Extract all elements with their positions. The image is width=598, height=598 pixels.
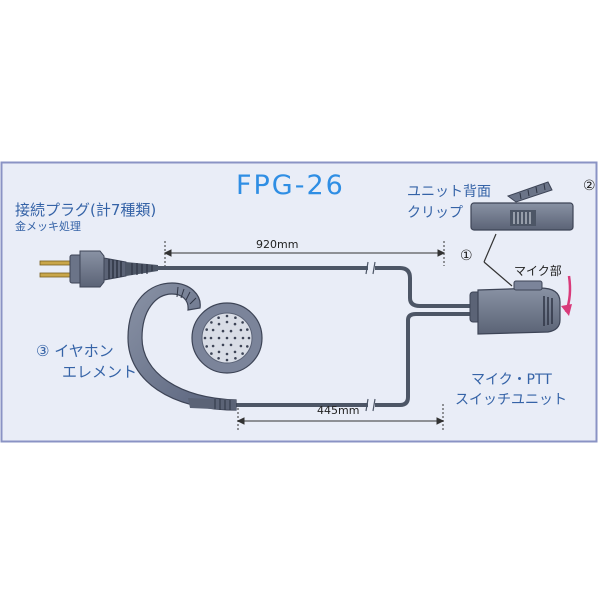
clip-label-line1: ユニット背面 bbox=[407, 184, 491, 200]
speaker-grille-dot bbox=[205, 345, 208, 348]
speaker-grille-dot bbox=[217, 350, 221, 354]
lower-cable bbox=[230, 312, 470, 412]
clip-marker: ② bbox=[583, 178, 596, 194]
mic-label: マイク部 bbox=[514, 264, 562, 278]
upper-cable bbox=[158, 261, 470, 308]
unit-callout-marker: ① bbox=[460, 248, 473, 264]
ptt-unit bbox=[469, 280, 561, 335]
speaker-grille-dot bbox=[241, 336, 245, 340]
speaker-grille-dot bbox=[225, 314, 229, 318]
speaker-grille-dot bbox=[225, 358, 229, 362]
speaker-grille-dot bbox=[225, 336, 229, 340]
speaker-grille-dot bbox=[241, 321, 244, 324]
earphone-element bbox=[127, 282, 263, 411]
dimension-upper bbox=[163, 241, 446, 266]
speaker-grille-dot bbox=[217, 336, 221, 340]
speaker-grille-dot bbox=[221, 329, 225, 333]
speaker-grille-dot bbox=[239, 344, 243, 348]
connector-plug bbox=[39, 250, 158, 288]
speaker-grille-dot bbox=[217, 316, 220, 320]
speaker-grille-dot bbox=[221, 343, 225, 347]
ptt-label-line1: マイク・PTT bbox=[471, 372, 552, 388]
speaker-grille-dot bbox=[234, 357, 237, 360]
dimension-lower bbox=[236, 404, 445, 430]
speaker-grille-dot bbox=[209, 336, 213, 340]
speaker-grille-dot bbox=[233, 336, 237, 340]
speaker-grille-dot bbox=[205, 328, 208, 331]
ptt-label-line2: スイッチユニット bbox=[455, 392, 567, 408]
upper-cable-length: 920mm bbox=[256, 238, 299, 251]
back-clip bbox=[470, 181, 574, 231]
diagram-panel bbox=[0, 161, 598, 443]
model-title: FPG-26 bbox=[236, 170, 345, 201]
speaker-grille-dot bbox=[211, 344, 215, 348]
plug-label: 接続プラグ(計7種類) bbox=[15, 201, 157, 219]
speaker-grille-dot bbox=[246, 328, 249, 331]
speaker-grille-dot bbox=[225, 352, 229, 356]
speaker-grille-dot bbox=[225, 320, 229, 324]
speaker-grille-dot bbox=[211, 328, 215, 332]
speaker-grille-dot bbox=[233, 350, 237, 354]
speaker-grille-dot bbox=[241, 352, 244, 355]
speaker-grille-dot bbox=[210, 352, 213, 355]
earphone-label-line1: ③ イヤホン bbox=[36, 342, 114, 360]
speaker-grille-dot bbox=[229, 329, 233, 333]
speaker-grille-dot bbox=[247, 336, 251, 340]
speaker-grille-dot bbox=[246, 345, 249, 348]
speaker-grille-dot bbox=[234, 316, 237, 320]
speaker-grille-dot bbox=[239, 328, 243, 332]
speaker-grille-dot bbox=[217, 357, 220, 360]
speaker-grille-dot bbox=[210, 321, 213, 324]
earphone-label-line2: エレメント bbox=[62, 363, 138, 381]
speaker-grille-dot bbox=[233, 322, 237, 326]
mic-arrow-icon bbox=[561, 275, 572, 316]
speaker-grille-dot bbox=[203, 336, 207, 340]
clip-label-line2: クリップ bbox=[407, 205, 463, 221]
speaker-grille-dot bbox=[217, 322, 221, 326]
callout-lines bbox=[483, 233, 513, 287]
speaker-grille-dot bbox=[229, 343, 233, 347]
plug-sublabel: 金メッキ処理 bbox=[15, 220, 81, 233]
lower-cable-length: 445mm bbox=[317, 404, 360, 417]
